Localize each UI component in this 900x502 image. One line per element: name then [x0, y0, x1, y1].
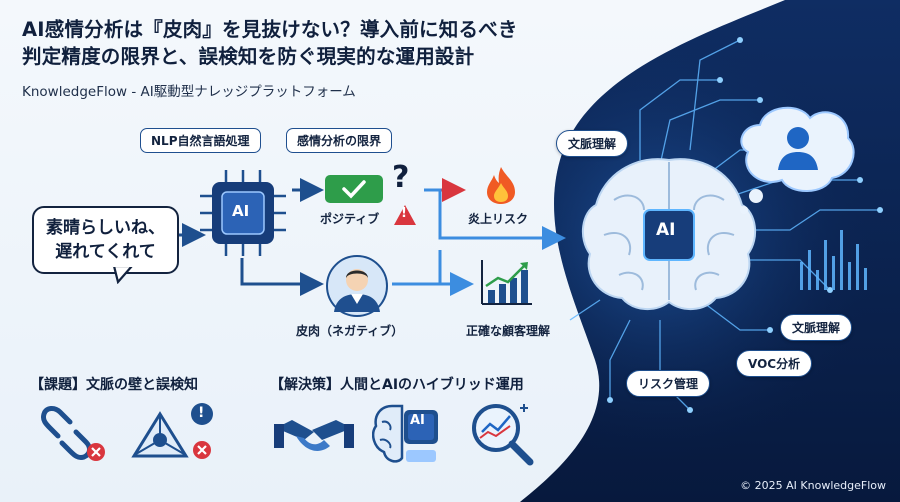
- question-icon: ?: [392, 160, 410, 195]
- warning-mark: !: [401, 206, 407, 221]
- ai-chip-text: AI: [232, 202, 250, 220]
- subtitle: KnowledgeFlow - AI駆動型ナレッジプラットフォーム: [22, 84, 356, 100]
- speech-bubble-icon: [112, 266, 134, 284]
- bubble-line-2: 遅れてくれて: [55, 242, 156, 262]
- risk-label: 炎上リスク: [468, 212, 529, 226]
- growth-chart-icon: [481, 260, 532, 305]
- ai-chip-icon: [200, 170, 286, 256]
- broken-link-icon: [41, 406, 105, 461]
- handshake-icon: [274, 420, 354, 451]
- warning-icon: [394, 205, 416, 225]
- ai-brain-icon: [372, 404, 438, 463]
- page-title: AI感情分析は『皮肉』を見抜けない？導入前に知るべき 判定精度の限界と、誤検知を…: [22, 16, 518, 70]
- copyright: © 2025 AI KnowledgeFlow: [740, 479, 886, 492]
- brain-chip-text: AI: [656, 220, 676, 240]
- solution-chip-text: AI: [410, 413, 425, 428]
- pill-context-right: 文脈理解: [780, 314, 853, 341]
- solution-heading: 【解決策】人間とAIのハイブリッド運用: [270, 377, 524, 393]
- sarcasm-label: 皮肉（ネガティブ）: [296, 324, 404, 338]
- analysis-magnifier-icon: [472, 404, 534, 466]
- limit-tag: 感情分析の限界: [286, 128, 393, 153]
- understanding-label: 正確な顧客理解: [466, 324, 551, 338]
- flame-icon: [487, 167, 515, 204]
- pill-risk: リスク管理: [626, 370, 711, 397]
- profile-icon: [740, 106, 855, 214]
- pill-voc: VOC分析: [736, 350, 813, 377]
- nlp-tag: NLP自然言語処理: [140, 128, 261, 153]
- title-line-1: AI感情分析は『皮肉』を見抜けない？導入前に知るべき: [22, 18, 518, 41]
- checkmark-icon: [325, 175, 383, 203]
- brain-icon: [581, 158, 757, 310]
- alert-mark: !: [198, 405, 205, 421]
- title-line-2: 判定精度の限界と、誤検知を防ぐ現実的な運用設計: [22, 45, 475, 68]
- positive-label: ポジティブ: [320, 212, 380, 226]
- problem-heading: 【課題】文脈の壁と誤検知: [30, 377, 198, 393]
- bubble-line-1: 素晴らしいね、: [46, 218, 165, 238]
- pill-context-top: 文脈理解: [556, 130, 629, 157]
- input-speech-bubble: 素晴らしいね、 遅れてくれて: [32, 206, 179, 274]
- person-icon: [326, 255, 388, 317]
- alert-network-icon: [131, 403, 213, 459]
